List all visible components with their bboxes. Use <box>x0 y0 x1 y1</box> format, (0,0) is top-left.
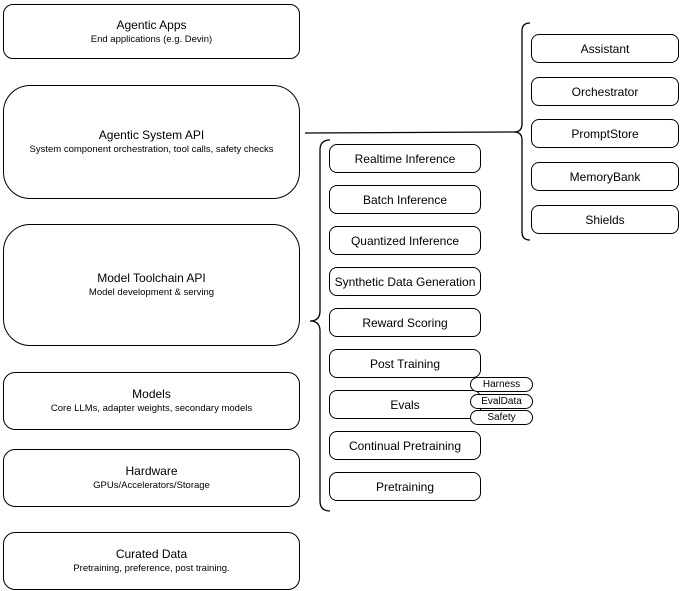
eval-tag-evaldata: EvalData <box>470 394 533 409</box>
layer-subtitle: Pretraining, preference, post training. <box>73 563 230 574</box>
middle-column-brace <box>309 139 331 512</box>
layer-title: Agentic System API <box>98 128 205 142</box>
capability-box-reward-scoring: Reward Scoring <box>329 308 481 337</box>
layer-title: Agentic Apps <box>116 17 187 32</box>
layer-title: Hardware <box>125 464 178 478</box>
layer-subtitle: End applications (e.g. Devin) <box>90 33 213 45</box>
component-box-memorybank: MemoryBank <box>531 162 679 191</box>
layer-title: Curated Data <box>115 547 188 561</box>
layer-title: Model Toolchain API <box>97 271 206 285</box>
capability-box-synthetic-data-generation: Synthetic Data Generation <box>329 267 481 296</box>
component-box-orchestrator: Orchestrator <box>531 77 679 106</box>
capability-box-quantized-inference: Quantized Inference <box>329 226 481 255</box>
capability-box-realtime-inference: Realtime Inference <box>329 144 481 173</box>
layer-subtitle: System component orchestration, tool cal… <box>29 144 274 155</box>
component-box-assistant: Assistant <box>531 34 679 63</box>
capability-box-evals: Evals <box>329 390 481 419</box>
layer-subtitle: Core LLMs, adapter weights, secondary mo… <box>50 403 253 414</box>
capability-box-continual-pretraining: Continual Pretraining <box>329 431 481 460</box>
right-column-brace <box>513 22 531 241</box>
eval-tag-safety: Safety <box>470 410 533 425</box>
eval-tag-harness: Harness <box>470 377 533 392</box>
system-api-connector-line <box>304 131 515 134</box>
layer-subtitle: Model development & serving <box>88 287 215 298</box>
component-box-promptstore: PromptStore <box>531 119 679 148</box>
layer-box-model-toolchain-api: Model Toolchain API Model development & s… <box>3 224 300 346</box>
component-box-shields: Shields <box>531 205 679 234</box>
layer-subtitle: GPUs/Accelerators/Storage <box>93 480 210 491</box>
capability-box-batch-inference: Batch Inference <box>329 185 481 214</box>
layer-title: Models <box>132 387 171 401</box>
capability-box-post-training: Post Training <box>329 349 481 378</box>
layer-box-agentic-system-api: Agentic System API System component orche… <box>3 85 300 199</box>
capability-box-pretraining: Pretraining <box>329 472 481 501</box>
